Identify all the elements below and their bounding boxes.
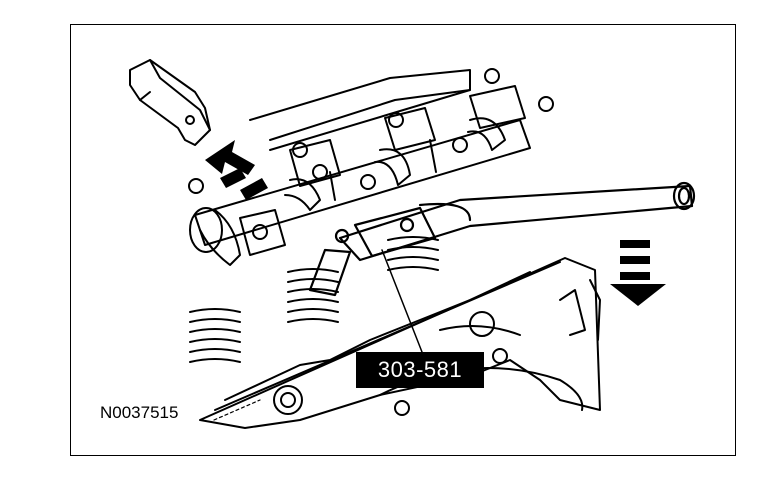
rocker-arm-icon	[129, 59, 211, 146]
bearing-caps	[239, 85, 526, 256]
removal-arrow-icon	[205, 140, 268, 200]
camshaft	[189, 117, 531, 266]
compressor-tool	[308, 181, 696, 297]
cap-bolts	[188, 68, 554, 416]
figure-id-leader	[213, 399, 261, 421]
callout-leader	[381, 249, 423, 353]
valve-springs	[189, 236, 439, 363]
tool-callout-label: 303-581	[356, 352, 484, 388]
figure-id-label: N0037515	[100, 403, 179, 422]
push-down-arrow-icon	[610, 240, 666, 306]
cylinder-head	[199, 69, 601, 429]
